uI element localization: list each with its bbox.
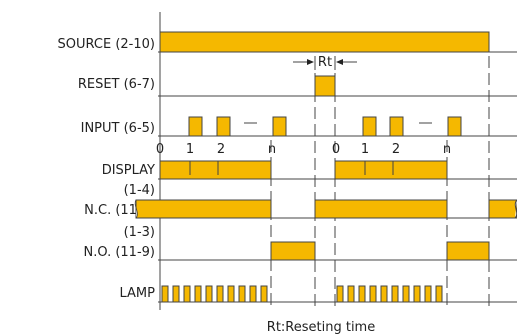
lamp-blink-pulse <box>172 285 180 303</box>
reset-pulse <box>314 75 336 97</box>
lamp-blink-pulse <box>435 285 443 303</box>
lamp-blink-pulse <box>227 285 235 303</box>
no-signal <box>270 241 490 261</box>
count-label: 0 <box>156 142 164 157</box>
label-display: DISPLAY <box>102 163 155 178</box>
count-label: 1 <box>361 142 369 157</box>
lamp-blink-pulse <box>238 285 246 303</box>
lamp-blink-pulse <box>161 285 169 303</box>
no-on-pulse-1 <box>270 241 316 261</box>
input-pulse <box>362 116 377 137</box>
nc-on-pulse-2 <box>314 199 448 219</box>
signal-labels: SOURCE (2-10) RESET (6-7) INPUT (6-5) DI… <box>58 37 156 301</box>
nc-signal <box>134 199 517 219</box>
lamp-blink-pulse <box>347 285 355 303</box>
lamp-blink-pulse <box>358 285 366 303</box>
label-lamp: LAMP <box>120 286 156 301</box>
label-no: N.O. (11-9) <box>84 245 155 260</box>
input-signal <box>188 116 462 137</box>
lamp-blink-pulse <box>205 285 213 303</box>
lamp-blink-pulse <box>369 285 377 303</box>
display-signal <box>159 160 448 180</box>
lamp-blink-pulse <box>216 285 224 303</box>
lamp-blink-pulse <box>183 285 191 303</box>
rt-arrow-right-head <box>336 59 343 65</box>
lamp-blink-pulse <box>249 285 257 303</box>
input-pulse <box>216 116 231 137</box>
display-on-pulse-1 <box>159 160 272 180</box>
rt-arrow-left-head <box>307 59 314 65</box>
label-reset: RESET (6-7) <box>78 77 155 92</box>
lamp-blink-pulse <box>336 285 344 303</box>
reset-signal: Rt <box>293 55 357 97</box>
count-label: 2 <box>217 142 225 157</box>
lamp-blink-pulse <box>413 285 421 303</box>
count-label: 0 <box>332 142 340 157</box>
label-source: SOURCE (2-10) <box>58 37 155 52</box>
label-nc-pins: (1-4) <box>124 183 155 198</box>
input-pulse <box>188 116 203 137</box>
nc-on-pulse-3 <box>488 199 517 219</box>
input-pulse <box>272 116 287 137</box>
legend-caption: Rt:Reseting time <box>267 320 375 335</box>
no-on-pulse-2 <box>446 241 490 261</box>
nc-break-left <box>134 199 138 219</box>
count-label: 2 <box>392 142 400 157</box>
count-label: n <box>443 142 451 157</box>
input-pulse <box>389 116 404 137</box>
display-on-pulse-2 <box>334 160 448 180</box>
count-label: 1 <box>186 142 194 157</box>
lamp-blink-pulse <box>260 285 268 303</box>
label-input: INPUT (6-5) <box>81 121 155 136</box>
lamp-blink-pulse <box>402 285 410 303</box>
lamp-signal <box>161 285 443 303</box>
count-labels: 0 1 2 n 0 1 2 n <box>156 142 451 157</box>
lamp-blink-pulse <box>194 285 202 303</box>
count-label: n <box>268 142 276 157</box>
nc-on-pulse-1 <box>135 199 272 219</box>
source-signal <box>159 31 490 53</box>
lamp-blink-pulse <box>380 285 388 303</box>
lamp-blink-pulse <box>424 285 432 303</box>
source-on-pulse <box>159 31 490 53</box>
label-no-pins: (1-3) <box>124 225 155 240</box>
input-pulse <box>447 116 462 137</box>
lamp-blink-pulse <box>391 285 399 303</box>
rt-label: Rt <box>318 55 332 70</box>
